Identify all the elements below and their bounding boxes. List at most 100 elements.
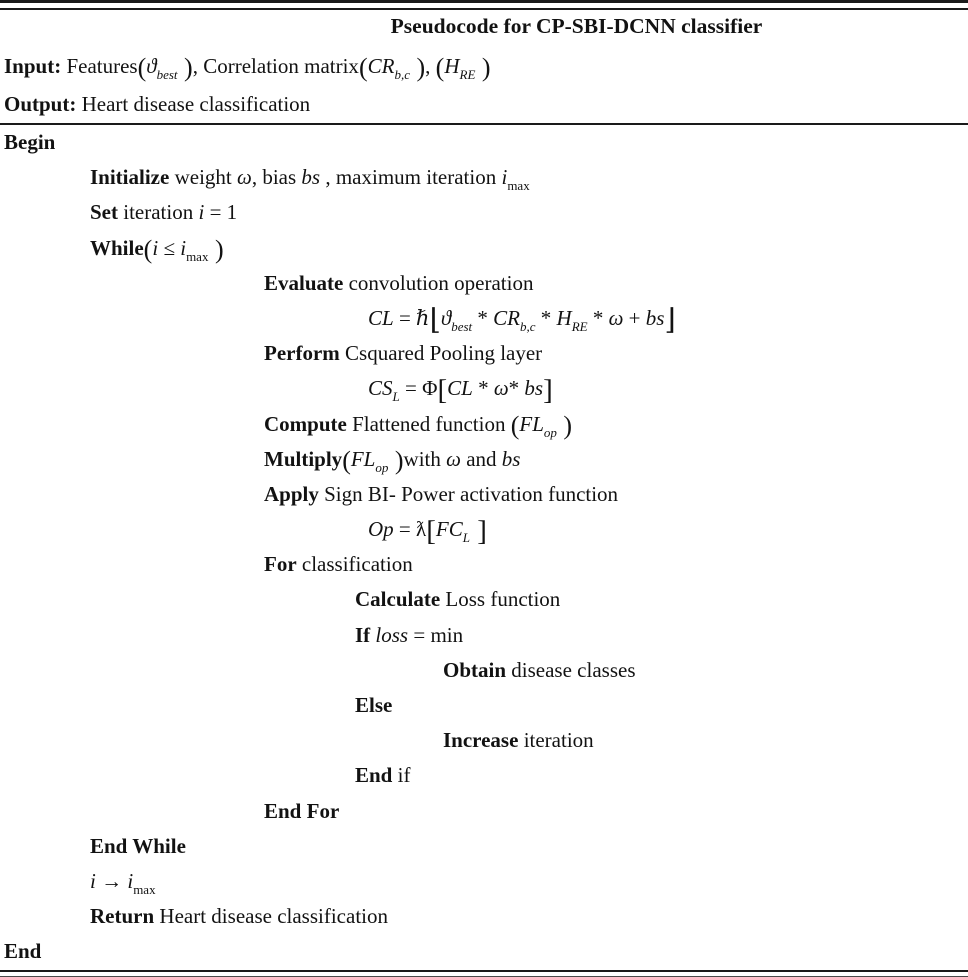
segment-m: ω	[493, 376, 509, 401]
segment-m: H	[556, 305, 572, 330]
segment-p: iteration	[118, 200, 199, 225]
segment-sub: op	[375, 459, 389, 475]
segment-b: End For	[264, 798, 340, 823]
header-rule	[0, 123, 968, 125]
segment-p: *	[535, 305, 557, 330]
line-end-for: End For	[0, 794, 968, 829]
segment-sub: L	[462, 530, 470, 546]
segment-b: For	[264, 552, 297, 577]
line-obtain: Obtain disease classes	[0, 653, 968, 688]
top-double-rule	[0, 0, 968, 10]
segment-p: Sign BI- Power activation function	[318, 481, 619, 506]
line-end-while: End While	[0, 829, 968, 864]
segment-m: bs	[501, 446, 521, 471]
line-eq-pooling: CSL = Φ[CL * ω* bs]	[0, 371, 968, 406]
segment-bp: (	[143, 234, 153, 264]
segment-b: Initialize	[90, 165, 170, 190]
segment-p: ≤	[158, 235, 181, 260]
segment-sub: best	[451, 318, 473, 334]
segment-b: Increase	[443, 728, 519, 753]
segment-p: *	[472, 376, 494, 401]
segment-bp: (	[358, 53, 368, 82]
segment-p: convolution operation	[343, 270, 534, 295]
segment-m: ϑ	[440, 305, 452, 330]
segment-b: Perform	[264, 341, 340, 366]
line-multiply: Multiply(FLop )with ω and bs	[0, 442, 968, 477]
segment-p: disease classes	[506, 657, 636, 682]
segment-m: CR	[493, 305, 520, 330]
segment-p: classification	[296, 552, 413, 577]
pseudocode-header-lines: Input: Features(ϑbest ), Correlation mat…	[0, 43, 968, 123]
line-initialize: Initialize weight ω, bias bs , maximum i…	[0, 160, 968, 195]
segment-m: FL	[519, 411, 544, 436]
segment-p: iteration	[518, 728, 594, 753]
segment-p: *	[587, 305, 609, 330]
segment-b: If	[355, 622, 371, 647]
segment-m: i	[90, 868, 96, 893]
segment-b: End While	[90, 833, 186, 858]
bottom-rule	[0, 969, 968, 977]
segment-p: with	[403, 446, 447, 471]
segment-subr: max	[186, 248, 209, 264]
segment-bp: )	[177, 53, 193, 82]
segment-m: i	[198, 200, 205, 225]
segment-b: Obtain	[443, 657, 507, 682]
segment-p: *	[472, 305, 494, 330]
line-set-iteration: Set iteration i = 1	[0, 195, 968, 230]
segment-p: = Φ	[399, 376, 438, 401]
segment-bp: )	[208, 234, 224, 264]
line-begin: Begin	[0, 125, 968, 160]
segment-m: bs	[301, 165, 321, 190]
line-end-if: End if	[0, 758, 968, 793]
segment-p: ,	[425, 54, 436, 78]
line-apply: Apply Sign BI- Power activation function	[0, 477, 968, 512]
segment-bp: (	[435, 53, 445, 82]
segment-subr: max	[133, 881, 156, 897]
segment-p: if	[392, 763, 411, 788]
segment-b: Calculate	[355, 587, 441, 612]
segment-b: Return	[90, 904, 155, 929]
segment-b: Begin	[4, 130, 56, 154]
line-eq-convolution: CL = ℏ⌊ϑbest * CRb,c * HRE * ω + bs⌋	[0, 301, 968, 336]
segment-m: loss	[375, 622, 409, 647]
segment-m: i	[180, 235, 187, 260]
segment-m: ω	[236, 165, 252, 190]
segment-sub: b,c	[394, 67, 410, 82]
segment-p: →	[95, 868, 128, 893]
line-calculate: Calculate Loss function	[0, 582, 968, 617]
segment-b: Compute	[264, 411, 347, 436]
segment-m: CR	[367, 54, 395, 78]
segment-b: Set	[90, 200, 118, 225]
segment-p: = min	[408, 622, 464, 647]
segment-m: CS	[368, 376, 393, 401]
segment-p: *	[508, 376, 525, 401]
segment-p: ƛ	[416, 517, 427, 542]
segment-p: +	[623, 305, 646, 330]
segment-sub: op	[543, 424, 557, 440]
segment-m: FL	[350, 446, 376, 471]
segment-p: =	[393, 517, 417, 542]
segment-bp: )	[475, 53, 491, 82]
line-evaluate: Evaluate convolution operation	[0, 266, 968, 301]
segment-p: Csquared Pooling layer	[339, 341, 543, 366]
page-title: Pseudocode for CP-SBI-DCNN classifier	[390, 14, 763, 38]
segment-p: = 1	[204, 200, 238, 225]
segment-p: Heart disease classification	[76, 92, 311, 116]
segment-b: End	[355, 763, 393, 788]
segment-sub: b,c	[520, 318, 536, 334]
segment-p: , bias	[251, 165, 302, 190]
segment-br: ⌋	[664, 303, 676, 336]
segment-sub: RE	[459, 67, 476, 82]
segment-br: [	[437, 374, 448, 407]
segment-b: While	[90, 235, 144, 260]
line-return: Return Heart disease classification	[0, 899, 968, 934]
segment-b: Multiply	[264, 446, 343, 471]
line-for: For classification	[0, 547, 968, 582]
line-end: End	[0, 934, 968, 969]
line-else: Else	[0, 688, 968, 723]
segment-m: ℏ	[416, 305, 430, 330]
line-input: Input: Features(ϑbest ), Correlation mat…	[0, 43, 968, 91]
segment-bp: (	[342, 445, 351, 475]
segment-br: ]	[469, 515, 487, 548]
